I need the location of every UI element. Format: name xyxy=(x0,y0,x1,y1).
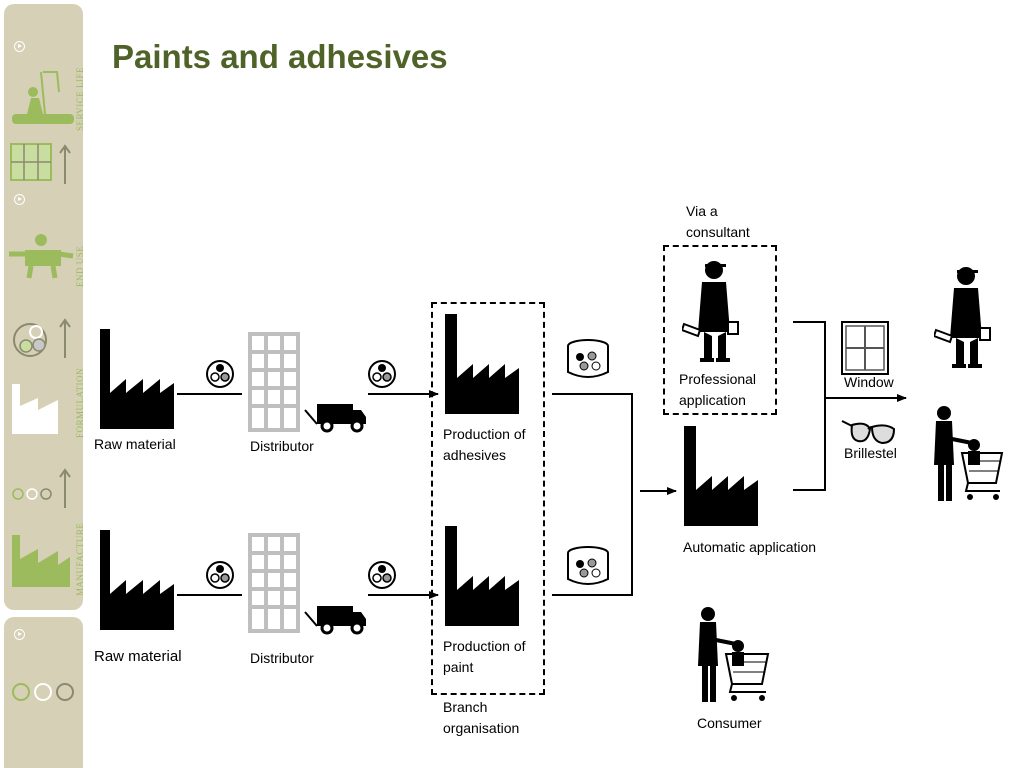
glasses-icon xyxy=(841,420,896,445)
consumer-icon xyxy=(698,607,770,702)
substance-icon xyxy=(368,360,396,388)
consumer-icon xyxy=(934,406,1004,501)
label-distributor-bottom: Distributor xyxy=(250,650,314,666)
play-icon[interactable] xyxy=(14,629,25,640)
painter-icon xyxy=(682,261,739,362)
factory-icon xyxy=(12,535,70,587)
container-icon xyxy=(567,339,609,378)
label-brillestel: Brillestel xyxy=(844,445,897,461)
gardener-icon xyxy=(12,71,74,124)
truck-icon xyxy=(304,606,366,635)
factory-icon xyxy=(445,526,519,626)
window-icon xyxy=(10,143,71,184)
container-icon xyxy=(567,546,609,585)
truck-icon xyxy=(304,404,366,433)
circles-icon xyxy=(12,468,71,508)
label-production-adhesives: Production of adhesives xyxy=(443,426,526,463)
window-icon xyxy=(841,321,889,375)
label-raw-material-bottom: Raw material xyxy=(94,648,182,665)
substance-icon xyxy=(368,561,396,589)
sidebar-panel: SERVICE LIFE END USE FORMULATION MANUFAC… xyxy=(4,4,85,610)
label-branch-organisation: Branch organisation xyxy=(443,699,520,736)
consultant-box xyxy=(663,245,777,415)
factory-icon xyxy=(100,329,174,429)
play-icon[interactable] xyxy=(14,194,25,205)
label-consumer: Consumer xyxy=(697,715,762,731)
output-bracket xyxy=(793,321,826,491)
circles-icon xyxy=(12,683,74,701)
label-automatic-application: Automatic application xyxy=(683,539,817,555)
label-production-paint: Production of paint xyxy=(443,638,526,675)
building-icon xyxy=(248,533,300,633)
worker-icon xyxy=(9,234,74,279)
label-window: Window xyxy=(844,374,894,390)
factory-icon xyxy=(684,426,758,526)
label-distributor-top: Distributor xyxy=(250,438,314,454)
page-title: Paints and adhesives xyxy=(112,38,448,75)
painter-icon xyxy=(934,267,991,368)
label-raw-material-top: Raw material xyxy=(94,436,176,452)
substance-icon xyxy=(13,318,71,358)
factory-icon xyxy=(12,384,58,434)
factory-icon xyxy=(100,530,174,630)
label-professional-application: Professional application xyxy=(679,371,757,408)
factory-icon xyxy=(445,314,519,414)
play-icon[interactable] xyxy=(14,41,25,52)
substance-icon xyxy=(206,561,234,589)
merge-bracket xyxy=(552,393,633,596)
substance-icon xyxy=(206,360,234,388)
sidebar-panel-bottom xyxy=(4,617,83,768)
building-icon xyxy=(248,332,300,432)
label-via-consultant: Via a consultant xyxy=(686,203,750,240)
branch-organisation-box xyxy=(431,302,545,695)
